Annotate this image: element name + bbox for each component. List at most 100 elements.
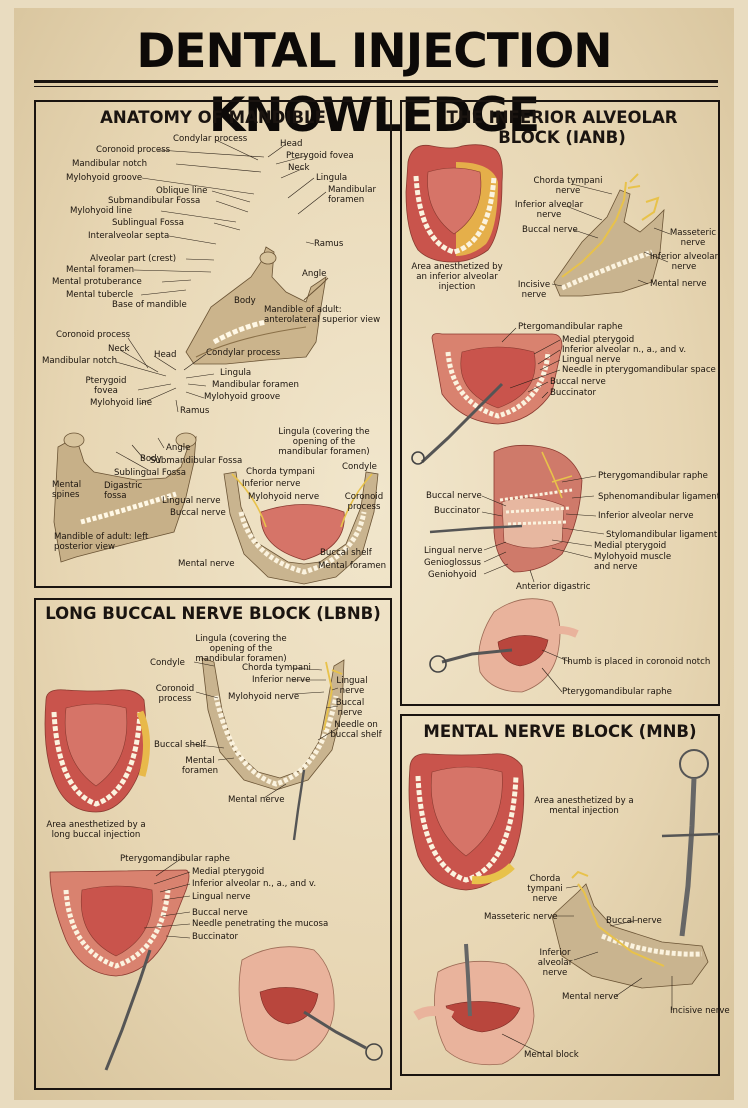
- label-ianb-lingual-nerve: Lingual nerve: [562, 355, 621, 365]
- panel-ianb: THE INFERIOR ALVEOLAR BLOCK (IANB): [400, 100, 720, 706]
- panel-anatomy: ANATOMY OF MANDIBLE: [34, 100, 392, 588]
- label-chorda-tympani-3: Chorda tympani: [246, 467, 315, 477]
- label-lingula-3: Lingula (covering the opening of the man…: [278, 427, 370, 457]
- label-mental-protuberance: Mental protuberance: [52, 277, 142, 287]
- label-neck-2: Neck: [108, 344, 130, 354]
- mnb-leader-lines: [501, 885, 673, 1055]
- mnb-face-drawing: [413, 943, 535, 1066]
- label-ianb-inferior-alveolar: Inferior alveolar nerve: [514, 200, 584, 220]
- ianb-leader-lines: [481, 183, 671, 693]
- ianb-face-drawing: [429, 598, 579, 693]
- label-ianb-incisive: Incisive nerve: [517, 280, 551, 300]
- label-oblique-line: Oblique line: [156, 186, 208, 196]
- label-head-2: Head: [154, 350, 177, 360]
- label-lbnb-mental-nerve: Mental nerve: [228, 795, 285, 805]
- label-ianb-stylo: Stylomandibular ligament: [606, 530, 718, 540]
- mandible-posterior-drawing: [53, 432, 197, 563]
- panel-anatomy-heading: ANATOMY OF MANDIBLE: [100, 108, 326, 127]
- label-lbnb-inferior-nerve: Inferior nerve: [252, 675, 311, 685]
- label-ramus-2: Ramus: [180, 406, 210, 416]
- lbnb-oral-view-drawing: [49, 869, 190, 1071]
- label-mandibular-foramen-2: Mandibular foramen: [212, 380, 299, 390]
- label-ianb-geniohyoid: Geniohyoid: [428, 570, 477, 580]
- label-ianb-area: Area anesthetized by an inferior alveola…: [411, 262, 503, 292]
- panel-lbnb-heading: LONG BUCCAL NERVE BLOCK (LBNB): [45, 604, 381, 623]
- label-mnb-mental-block: Mental block: [524, 1050, 579, 1060]
- label-ianb-inferior-alveolar-3: Inferior alveolar nerve: [598, 511, 694, 521]
- label-lbnb-buccal-nerve-2: Buccal nerve: [192, 908, 248, 918]
- label-lbnb-needle: Needle on buccal shelf: [330, 720, 382, 740]
- label-alveolar-part: Alveolar part (crest): [90, 254, 177, 264]
- label-condylar-process-2: Condylar process: [206, 348, 281, 358]
- label-lbnb-mylohyoid: Mylohyoid nerve: [228, 692, 300, 702]
- label-ianb-thumb: Thumb is placed in coronoid notch: [562, 657, 711, 667]
- label-mandibular-foramen: Mandibular foramen: [328, 185, 377, 205]
- mnb-syringe-drawing: [661, 749, 720, 937]
- label-buccal-nerve-3: Buccal nerve: [170, 508, 226, 518]
- label-digastric-fossa: Digastric fossa: [104, 481, 143, 501]
- label-ianb-anterior-digastric: Anterior digastric: [516, 582, 591, 592]
- label-mnb-buccal-nerve: Buccal nerve: [606, 916, 662, 926]
- ianb-illustrations: [405, 144, 671, 693]
- label-ianb-chorda-tympani: Chorda tympani nerve: [533, 176, 603, 196]
- label-mylohyoid-groove: Mylohyoid groove: [66, 173, 143, 183]
- lbnb-leader-lines: [143, 661, 339, 939]
- title-rule-top: [34, 80, 718, 83]
- label-lbnb-raphe: Pterygomandibular raphe: [120, 854, 230, 864]
- label-lbnb-needle-2: Needle penetrating the mucosa: [192, 919, 329, 929]
- label-mylohyoid-nerve-3: Mylohyoid nerve: [248, 492, 320, 502]
- label-lbnb-buccal-nerve: Buccal nerve: [335, 698, 365, 718]
- mandible-superior-with-tongue-drawing: [223, 471, 379, 585]
- panel-ianb-heading: THE INFERIOR ALVEOLAR BLOCK (IANB): [446, 108, 678, 147]
- label-lbnb-buccinator: Buccinator: [192, 932, 239, 942]
- label-ianb-spheno: Sphenomandibular ligament: [598, 492, 721, 502]
- title-rule-bottom: [34, 86, 718, 87]
- label-lbnb-coronoid: Coronoid process: [155, 684, 195, 704]
- label-pterygoid-fovea-2: Pterygoid fovea: [85, 376, 127, 396]
- label-lbnb-condyle: Condyle: [150, 658, 185, 668]
- label-ianb-medial-pterygoid-3: Medial pterygoid: [594, 541, 667, 551]
- label-lbnb-inferior-alveolar: Inferior alveolar n., a., and v.: [192, 879, 317, 889]
- poster-title: DENTAL INJECTION KNOWLEDGE: [136, 24, 612, 143]
- caption-posterior: Mandible of adult: left posterior view: [54, 532, 149, 552]
- label-sublingual-fossa-2: Sublingual Fossa: [114, 468, 186, 478]
- label-submandibular-fossa: Submandibular Fossa: [108, 196, 201, 206]
- ianb-arch-drawing: [405, 144, 503, 263]
- label-lingula: Lingula: [316, 173, 348, 183]
- label-interalveolar-septa: Interalveolar septa: [88, 231, 170, 241]
- label-ianb-raphe: Ptergomandibular raphe: [518, 322, 623, 332]
- label-neck: Neck: [288, 163, 310, 173]
- label-ianb-mylohyoid: Mylohyoid muscle and nerve: [594, 552, 672, 572]
- label-submandibular-fossa-2: Submandibular Fossa: [150, 456, 243, 466]
- label-lbnb-area: Area anesthetized by a long buccal injec…: [46, 820, 146, 840]
- label-ianb-buccal-nerve: Buccal nerve: [522, 225, 578, 235]
- panel-mnb-heading: MENTAL NERVE BLOCK (MNB): [423, 722, 697, 741]
- label-lbnb-buccal-shelf: Buccal shelf: [154, 740, 206, 750]
- label-ianb-mental-nerve: Mental nerve: [650, 279, 707, 289]
- label-mental-nerve-3: Mental nerve: [178, 559, 235, 569]
- mandible-anterolateral-drawing: [185, 246, 329, 365]
- label-coronoid-process: Coronoid process: [96, 145, 171, 155]
- label-angle: Angle: [302, 269, 327, 279]
- label-ianb-genioglossus: Genioglossus: [424, 558, 482, 568]
- label-ianb-inferior-alveolar-nerve: Inferior alveolar nerve: [649, 252, 719, 272]
- label-ianb-masseteric: Masseteric nerve: [669, 228, 717, 248]
- panel-lbnb: LONG BUCCAL NERVE BLOCK (LBNB): [34, 598, 392, 1090]
- label-mnb-area: Area anesthetized by a mental injection: [534, 796, 634, 816]
- label-ianb-inferior-alveolar-nav: Inferior alveolar n., a., and v.: [562, 345, 687, 355]
- label-lbnb-medial-pterygoid: Medial pterygoid: [192, 867, 265, 877]
- label-lbnb-chorda-tympani: Chorda tympani: [242, 663, 311, 673]
- lbnb-face-drawing: [238, 946, 383, 1061]
- label-mylohyoid-groove-2: Mylohyoid groove: [204, 392, 281, 402]
- lbnb-arch-drawing: [44, 689, 151, 813]
- mnb-arch-drawing: [408, 753, 525, 891]
- label-mandibular-notch-2: Mandibular notch: [42, 356, 118, 366]
- label-ianb-medial-pterygoid: Medial pterygoid: [562, 335, 635, 345]
- label-ianb-buccal-nerve-3: Buccal nerve: [426, 491, 482, 501]
- label-pterygoid-fovea: Pterygoid fovea: [286, 151, 354, 161]
- lbnb-mandible-drawing: [201, 657, 345, 841]
- mnb-mandible-drawing: [551, 870, 709, 989]
- label-head: Head: [280, 139, 303, 149]
- label-lbnb-lingual-nerve-2: Lingual nerve: [192, 892, 251, 902]
- label-buccal-shelf-3: Buccal shelf: [320, 548, 372, 558]
